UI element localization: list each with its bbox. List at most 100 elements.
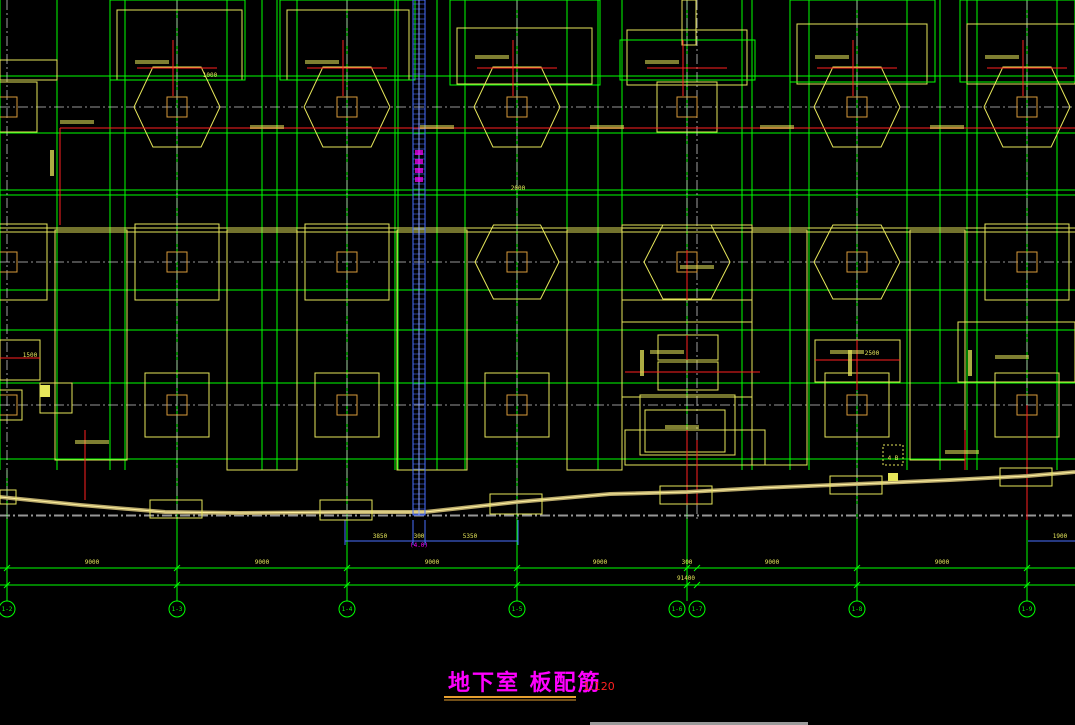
dim-segment-4: 9000: [593, 559, 608, 566]
rebar-callout-mark: [590, 125, 624, 129]
column-section: [1016, 96, 1038, 118]
strip-footing-outline: [226, 229, 298, 471]
strip-footing-outline: [909, 229, 966, 461]
axis-bubble-label: 1-4: [342, 606, 353, 613]
small-rebar-labels: [40, 55, 1029, 481]
axis-bubble-label: 1-9: [1022, 606, 1033, 613]
footing-outline: [286, 9, 410, 81]
right-marker-label: 4 B: [888, 455, 899, 462]
dim-detail-right: 5350: [463, 533, 478, 540]
axis-bubble-1-5[interactable]: 1-5: [508, 600, 526, 618]
dim-detail-mid: 300: [414, 533, 425, 540]
axis-centerlines: [0, 0, 1075, 520]
dim-tick: [173, 564, 181, 572]
wall-pile-box: [149, 499, 203, 519]
column-section: [506, 251, 528, 273]
square-pile-cap: [304, 223, 390, 301]
wall-pile-box: [489, 493, 543, 515]
dim-total: 91400: [677, 575, 695, 582]
square-pile-cap: [0, 81, 38, 133]
axis-bubble-1-4[interactable]: 1-4: [338, 600, 356, 618]
strip-marker: [415, 150, 423, 155]
dim-segment-3: 9000: [425, 559, 440, 566]
column-section: [846, 394, 868, 416]
rebar-callout-mark: [40, 385, 50, 397]
strip-marker: [415, 159, 423, 164]
axis-bubble-1-2[interactable]: 1-2: [0, 600, 16, 618]
strip-tag: (4.0): [410, 542, 428, 549]
dim-edge-left: 300: [682, 559, 693, 566]
footing-outline: [966, 23, 1075, 85]
axis-bubble-label: 1-3: [172, 606, 183, 613]
rebar-callout-mark: [945, 450, 979, 454]
hex-pile-cap: [303, 66, 391, 148]
axis-bubble-label: 1-7: [692, 606, 703, 613]
wall-centerline: [0, 471, 1075, 514]
drawing-title-block: 地下室 板配筋 1:120: [444, 670, 615, 701]
detail-outline: [657, 361, 719, 391]
column-section: [0, 96, 18, 118]
axis-bubbles: 1-2 1-3 1-4 1-5 1-6 1-7 1-8 1-9: [0, 600, 1036, 618]
footing-outline: [0, 59, 58, 81]
detail-outline: [657, 334, 719, 361]
dim-edge-right: 1900: [1053, 533, 1068, 540]
footing-outline: [626, 29, 748, 86]
rebar-callout-mark: [60, 120, 94, 124]
foundation-outlines: [0, 0, 1075, 471]
rebar-callout-mark: [968, 350, 972, 376]
strip-marker: [415, 177, 423, 182]
column-section: [846, 251, 868, 273]
column-section: [336, 96, 358, 118]
dim-tick: [1023, 581, 1031, 589]
top-dim-1: 1000: [203, 72, 218, 79]
dim-tick: [1023, 564, 1031, 572]
detail-outline: [624, 429, 766, 466]
right-marker[interactable]: 4 B: [882, 444, 904, 466]
strip-marker: [415, 168, 423, 173]
wall-pile-box: [319, 499, 373, 521]
dim-segment-2: 9000: [255, 559, 270, 566]
dim-tick: [693, 581, 701, 589]
axis-bubble-1-6[interactable]: 1-6: [668, 600, 686, 618]
drawing-title: 地下室 板配筋: [448, 670, 602, 696]
top-dim-2: 2000: [511, 185, 526, 192]
rebar-callout-mark: [665, 425, 699, 429]
dim-tick: [683, 564, 691, 572]
axis-bubble-1-3[interactable]: 1-3: [168, 600, 186, 618]
dim-tick: [3, 564, 11, 572]
blue-rebar-strip: [412, 0, 426, 516]
footing-grid-box: [449, 0, 601, 86]
column-section: [676, 96, 698, 118]
rebar-callout-mark: [995, 355, 1029, 359]
footing-grid-box: [619, 39, 756, 81]
rebar-callout-mark: [75, 440, 109, 444]
dim-tick: [513, 581, 521, 589]
curved-retaining-wall: [0, 467, 1075, 521]
square-pile-cap: [984, 223, 1070, 301]
square-pile-cap: [144, 372, 210, 438]
square-pile-cap: [484, 372, 550, 438]
square-pile-cap: [0, 389, 23, 421]
dim-tick: [683, 581, 691, 589]
footing-outline: [796, 23, 928, 85]
rebar-callout-mark: [848, 350, 852, 376]
axis-bubble-1-7[interactable]: 1-7: [688, 600, 706, 618]
detail-outline: [0, 339, 41, 381]
strip-footing-outline: [396, 229, 468, 471]
rebar-callout-mark: [760, 125, 794, 129]
strip-footing-outline: [566, 229, 623, 471]
strip-footing-outline: [54, 229, 128, 461]
rebar-callout-mark: [135, 60, 169, 64]
column-section: [166, 96, 188, 118]
axis-bubble-1-9[interactable]: 1-9: [1018, 600, 1036, 618]
dim-tick: [853, 581, 861, 589]
axis-bubble-1-8[interactable]: 1-8: [848, 600, 866, 618]
rebar-callout-mark: [50, 150, 54, 176]
detail-outline: [957, 321, 1075, 383]
rebar-callout-mark: [305, 60, 339, 64]
dim-tick: [853, 564, 861, 572]
bottom-scrollbar[interactable]: [590, 722, 808, 725]
dim-tick: [173, 581, 181, 589]
dim-detail-left: 3850: [373, 533, 388, 540]
